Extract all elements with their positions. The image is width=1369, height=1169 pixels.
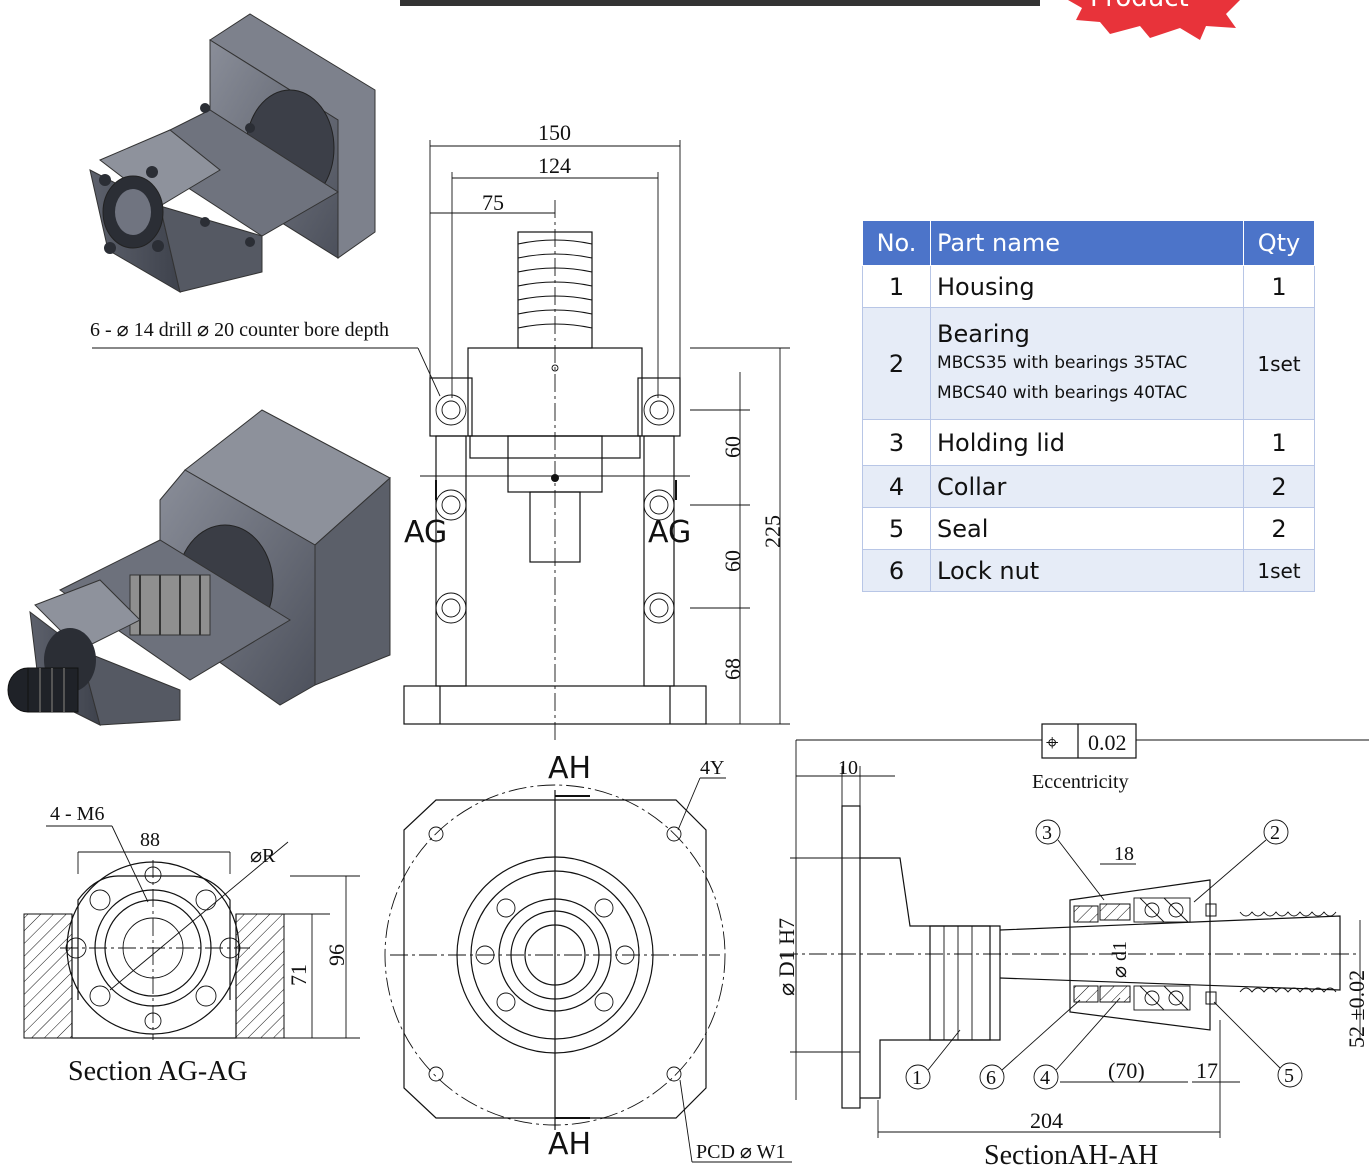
header-part-name: Part name xyxy=(930,220,1244,266)
section-mark-ah-top: AH xyxy=(548,751,591,786)
row-name: Lock nut xyxy=(930,549,1244,592)
render-housing xyxy=(89,13,376,294)
radius-label: ⌀R xyxy=(250,845,276,867)
dim-17: 17 xyxy=(1196,1058,1218,1083)
row-name: Bearing xyxy=(937,319,1030,348)
dim-96: 96 xyxy=(324,944,349,966)
tolerance-label: Eccentricity xyxy=(1032,771,1129,793)
balloon-3: 3 xyxy=(1042,822,1052,844)
row-subline: MBCS40 with bearings 40TAC xyxy=(937,382,1188,403)
row-name: Seal xyxy=(930,507,1244,550)
table-row: 6 Lock nut 1set xyxy=(862,549,1315,592)
row-qty: 1 xyxy=(1243,265,1315,308)
bore-fit: ⌀ D1 H7 xyxy=(774,918,799,996)
dim-88: 88 xyxy=(140,829,160,851)
dim-10: 10 xyxy=(838,757,858,779)
section-ah-caption: SectionAH-AH xyxy=(984,1140,1158,1169)
header-qty: Qty xyxy=(1243,220,1315,266)
dim-204: 204 xyxy=(1030,1108,1063,1133)
row-name: Holding lid xyxy=(930,419,1244,466)
row-subline: MBCS35 with bearings 35TAC xyxy=(937,352,1188,373)
section-ah: ⌖ 0.02 Eccentricity xyxy=(774,723,1369,1169)
table-row: 4 Collar 2 xyxy=(862,465,1315,508)
corner-note: 4Y xyxy=(700,757,724,779)
product-badge-star xyxy=(1068,0,1240,40)
dim-68: 68 xyxy=(720,658,745,680)
balloon-6: 6 xyxy=(986,1067,996,1089)
balloon-4: 4 xyxy=(1040,1067,1050,1089)
tolerance-value: 0.02 xyxy=(1088,730,1127,755)
table-row: 2 Bearing MBCS35 with bearings 35TAC MBC… xyxy=(862,307,1315,420)
row-name-cell: Bearing MBCS35 with bearings 35TAC MBCS4… xyxy=(930,307,1244,420)
section-mark-ag-left: AG xyxy=(404,515,447,550)
dim-75: 75 xyxy=(482,190,504,215)
section-ag: ⌀R 88 4 - M6 71 96 Section AG-AG xyxy=(23,803,360,1087)
row-no: 6 xyxy=(862,549,931,592)
balloon-2: 2 xyxy=(1270,822,1280,844)
row-no: 1 xyxy=(862,265,931,308)
parts-table-header: No. Part name Qty xyxy=(862,220,1315,266)
row-no: 4 xyxy=(862,465,931,508)
row-qty: 2 xyxy=(1243,465,1315,508)
dim-124: 124 xyxy=(538,153,571,178)
row-name: Housing xyxy=(930,265,1244,308)
dim-60-a: 60 xyxy=(720,436,745,458)
row-no: 5 xyxy=(862,507,931,550)
balloon-5: 5 xyxy=(1284,1065,1294,1087)
table-row: 3 Holding lid 1 xyxy=(862,419,1315,466)
pcd-note: PCD ⌀ W1 xyxy=(696,1141,785,1163)
row-qty: 2 xyxy=(1243,507,1315,550)
dim-71: 71 xyxy=(286,964,311,986)
dim-18: 18 xyxy=(1114,843,1134,865)
row-qty: 1 xyxy=(1243,419,1315,466)
balloon-1: 1 xyxy=(912,1067,922,1089)
dim-60-b: 60 xyxy=(720,550,745,572)
row-qty: 1set xyxy=(1243,307,1315,420)
hole-note: 6 - ⌀ 14 drill ⌀ 20 counter bore depth xyxy=(90,319,389,341)
table-row: 5 Seal 2 xyxy=(862,507,1315,550)
row-no: 2 xyxy=(862,307,931,420)
seal-fit: 52 ±0.02 xyxy=(1344,970,1369,1048)
header-strip: Product xyxy=(400,0,1240,40)
dim-150: 150 xyxy=(538,120,571,145)
render-assembly xyxy=(7,409,391,726)
front-view: 150 124 75 60 60 68 225 6 - ⌀ 14 drill ⌀… xyxy=(90,120,790,740)
section-mark-ag-right: AG xyxy=(648,515,691,550)
row-qty: 1set xyxy=(1243,549,1315,592)
row-no: 3 xyxy=(862,419,931,466)
header-no: No. xyxy=(862,220,931,266)
dim-70: (70) xyxy=(1108,1058,1145,1083)
end-view: AH AH 4Y PCD ⌀ W1 xyxy=(384,751,792,1163)
parts-table: No. Part name Qty 1 Housing 1 2 Bearing … xyxy=(862,220,1315,592)
dim-225: 225 xyxy=(760,515,785,548)
section-mark-ah-bottom: AH xyxy=(548,1127,591,1162)
section-ag-caption: Section AG-AG xyxy=(68,1056,248,1087)
shaft-dia: ⌀ d1 xyxy=(1109,941,1131,978)
tolerance-symbol: ⌖ xyxy=(1046,730,1058,755)
row-name: Collar xyxy=(930,465,1244,508)
thread-note: 4 - M6 xyxy=(50,803,104,825)
product-badge-label: Product xyxy=(1090,0,1189,13)
table-row: 1 Housing 1 xyxy=(862,265,1315,308)
